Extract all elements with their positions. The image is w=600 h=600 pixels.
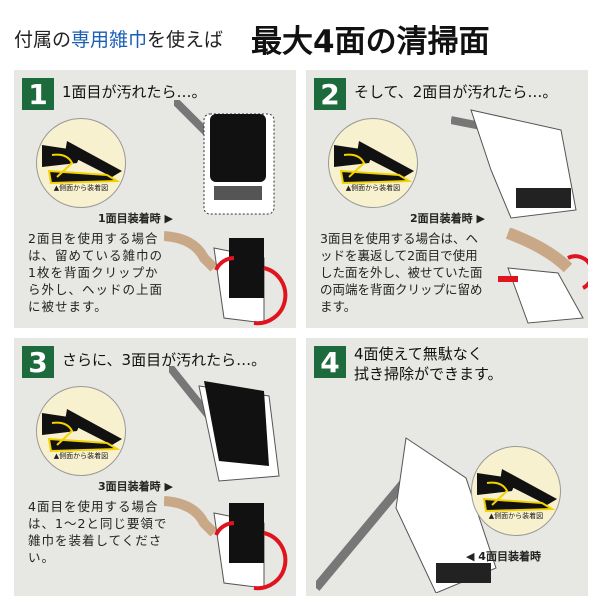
mop-head-illustration bbox=[169, 366, 280, 482]
step-description: 2面目を使用する場合は、留めている雑巾の1枚を背面クリップから外し、ヘッドの上面… bbox=[28, 231, 164, 314]
header-subtitle: 付属の専用雑巾を使えば bbox=[14, 28, 224, 51]
hand-flip-illustration bbox=[164, 496, 288, 591]
side-view-diagram: ▲側面から装着図 bbox=[328, 118, 418, 208]
clip-icon bbox=[37, 401, 125, 465]
side-view-diagram: ▲側面から装着図 bbox=[36, 386, 126, 476]
hand-flip-illustration bbox=[164, 231, 288, 326]
step-number: 2 bbox=[314, 78, 346, 111]
mop-head-illustration bbox=[451, 109, 577, 219]
header: 付属の専用雑巾を使えば 最大4面の清掃面 bbox=[14, 18, 590, 60]
step-number: 1 bbox=[22, 78, 54, 111]
mop-illustration bbox=[316, 437, 497, 593]
step-title: さらに、3面目が汚れたら…。 bbox=[62, 351, 267, 369]
step-2-panel: 2 そして、2面目が汚れたら…。 ▲側面から装着図 2面目装着時 ▶ 3面目を使… bbox=[306, 70, 588, 328]
step-title: 1面目が汚れたら…。 bbox=[62, 83, 207, 101]
step-number: 4 bbox=[314, 346, 346, 379]
mount-label: 3面目装着時 ▶ bbox=[98, 480, 173, 493]
mount-label: 1面目装着時 ▶ bbox=[98, 212, 173, 225]
clip-icon bbox=[329, 133, 417, 197]
side-view-diagram: ▲側面から装着図 bbox=[471, 446, 561, 536]
header-title: 最大4面の清掃面 bbox=[251, 23, 490, 60]
mop-head-illustration bbox=[174, 100, 275, 215]
side-view-diagram: ▲側面から装着図 bbox=[36, 118, 126, 208]
clip-icon bbox=[37, 133, 125, 197]
hand-flip-illustration bbox=[498, 228, 588, 324]
step-title: 4面使えて無駄なく拭き掃除ができます。 bbox=[354, 345, 503, 383]
step-title: そして、2面目が汚れたら…。 bbox=[354, 83, 558, 101]
mount-label: 2面目装着時 ▶ bbox=[410, 212, 485, 225]
step-number: 3 bbox=[22, 346, 54, 379]
step-description: 4面目を使用する場合は、1～2と同じ要領で雑巾を装着してください。 bbox=[28, 499, 168, 565]
step-4-panel: 4 4面使えて無駄なく拭き掃除ができます。 ▲側面から装着図 ◀ 4面目装着時 bbox=[306, 338, 588, 596]
mount-label: ◀ 4面目装着時 bbox=[466, 550, 541, 563]
step-3-panel: 3 さらに、3面目が汚れたら…。 ▲側面から装着図 3面目装着時 ▶ 4面目を使… bbox=[14, 338, 296, 596]
step-1-panel: 1 1面目が汚れたら…。 ▲側面から装着図 1面目装着時 ▶ 2面目を使用する場… bbox=[14, 70, 296, 328]
step-description: 3面目を使用する場合は、ヘッドを裏返して2面目で使用した面を外し、被せていた面の… bbox=[320, 231, 483, 314]
clip-icon bbox=[472, 461, 560, 525]
